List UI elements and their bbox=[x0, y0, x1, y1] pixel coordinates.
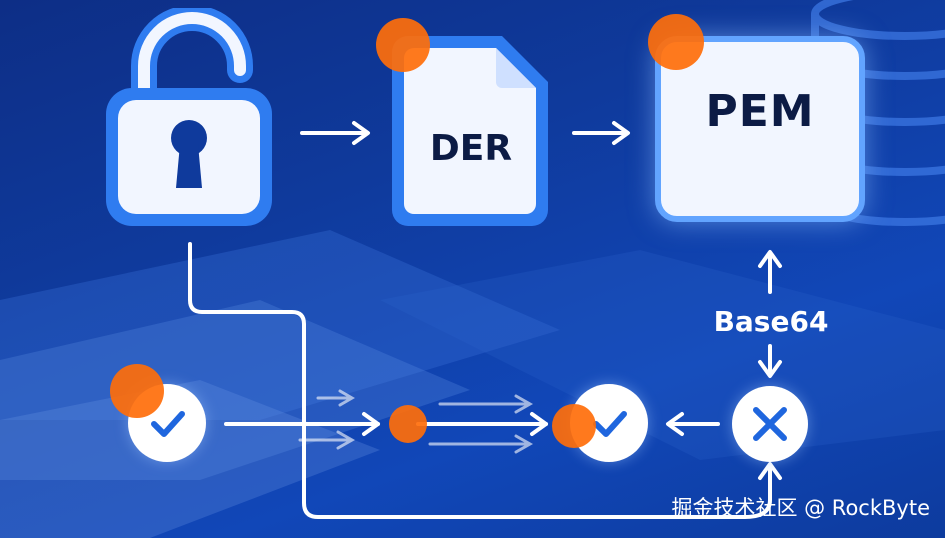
accent-dot-left-check bbox=[110, 364, 164, 418]
open-padlock-icon bbox=[106, 8, 272, 226]
base64-label: Base64 bbox=[713, 305, 829, 338]
accent-dot-pem bbox=[648, 14, 704, 70]
accent-dot-der bbox=[376, 18, 430, 72]
pem-card: PEM bbox=[655, 36, 865, 222]
check-icon bbox=[151, 411, 185, 437]
check-icon bbox=[593, 411, 627, 437]
accent-dot-center bbox=[389, 405, 427, 443]
cross-icon bbox=[753, 407, 787, 441]
watermark: 掘金技术社区 @ RockByte bbox=[671, 496, 930, 520]
document-icon bbox=[392, 36, 548, 226]
der-document: DER bbox=[390, 32, 552, 228]
der-label: DER bbox=[429, 128, 513, 169]
cross-node bbox=[732, 386, 808, 462]
accent-dot-right-check bbox=[552, 404, 596, 448]
pem-label: PEM bbox=[705, 86, 815, 137]
